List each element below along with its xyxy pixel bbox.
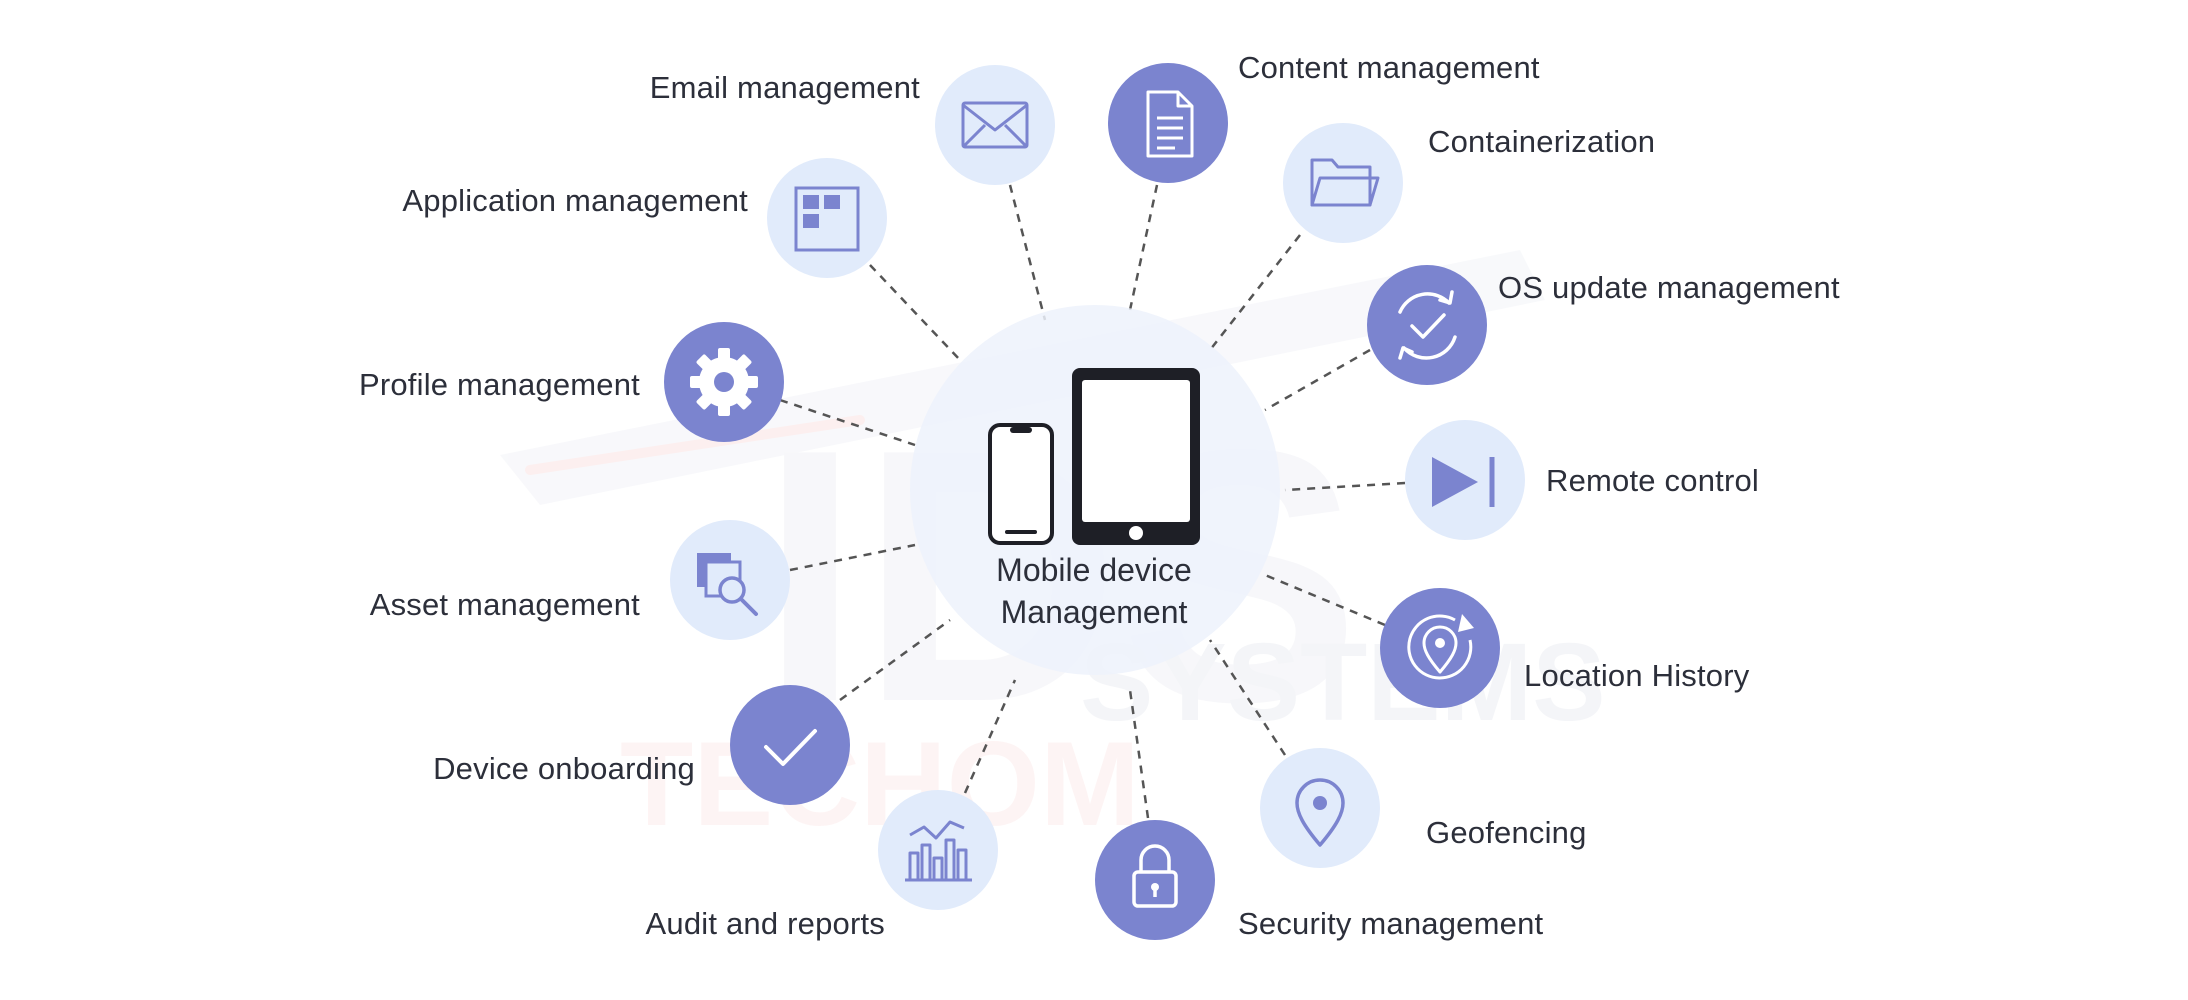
connector-content bbox=[1128, 184, 1159, 311]
connector-onboarding bbox=[839, 618, 951, 702]
connector-os-update bbox=[1264, 348, 1371, 412]
feature-circle bbox=[878, 790, 998, 910]
feature-application-management: Application management bbox=[402, 158, 887, 278]
connector-email bbox=[1008, 184, 1047, 321]
location-history-icon bbox=[1407, 614, 1474, 680]
feature-label: Geofencing bbox=[1426, 815, 1587, 850]
connector-asset bbox=[789, 543, 916, 572]
feature-remote-control: Remote control bbox=[1405, 420, 1759, 540]
folder-icon bbox=[1310, 158, 1380, 207]
connector-audit bbox=[963, 679, 1017, 794]
feature-profile-management: Profile management bbox=[359, 322, 784, 442]
connector-location-history bbox=[1264, 573, 1386, 627]
feature-location-history: Location History bbox=[1380, 588, 1750, 708]
feature-device-onboarding: Device onboarding bbox=[433, 685, 850, 805]
feature-geofencing: Geofencing bbox=[1260, 748, 1587, 868]
feature-circle bbox=[1095, 820, 1215, 940]
feature-audit-and-reports: Audit and reports bbox=[646, 790, 998, 941]
feature-label: Device onboarding bbox=[433, 751, 695, 786]
map-pin-icon bbox=[1295, 778, 1345, 847]
feature-label: Security management bbox=[1238, 906, 1544, 941]
connector-security bbox=[1128, 689, 1150, 819]
feature-circle bbox=[1367, 265, 1487, 385]
gear-icon bbox=[690, 348, 758, 416]
connectors bbox=[779, 184, 1406, 819]
play-skip-icon bbox=[1432, 457, 1495, 507]
checkmark-icon bbox=[764, 729, 817, 766]
feature-circle bbox=[1108, 63, 1228, 183]
feature-security-management: Security management bbox=[1095, 820, 1544, 941]
bar-chart-icon bbox=[905, 820, 972, 882]
feature-os-update-management: OS update management bbox=[1367, 265, 1840, 385]
feature-label: Asset management bbox=[370, 587, 640, 622]
feature-email-management: Email management bbox=[650, 65, 1055, 185]
phone-icon bbox=[988, 423, 1054, 545]
center-title-line1: Mobile device bbox=[996, 552, 1192, 588]
feature-circle bbox=[1283, 123, 1403, 243]
app-grid-icon bbox=[794, 186, 860, 252]
feature-containerization: Containerization bbox=[1283, 123, 1655, 243]
feature-label: Content management bbox=[1238, 50, 1540, 85]
connector-geofencing bbox=[1208, 639, 1287, 756]
padlock-icon bbox=[1132, 844, 1178, 908]
feature-label: Application management bbox=[402, 183, 748, 218]
connector-remote-control bbox=[1284, 481, 1406, 492]
feature-label: Containerization bbox=[1428, 124, 1655, 159]
feature-circle bbox=[767, 158, 887, 278]
feature-label: Audit and reports bbox=[646, 906, 886, 941]
feature-label: Location History bbox=[1524, 658, 1750, 693]
document-icon bbox=[1146, 90, 1194, 158]
feature-circle bbox=[935, 65, 1055, 185]
feature-label: Remote control bbox=[1546, 463, 1759, 498]
tablet-icon bbox=[1072, 368, 1200, 545]
connector-application bbox=[869, 264, 961, 361]
center-hub: Mobile device Management bbox=[910, 305, 1280, 675]
watermark-brand-part1: TECHOM bbox=[620, 717, 1140, 851]
feature-content-management: Content management bbox=[1108, 50, 1540, 183]
feature-circle bbox=[730, 685, 850, 805]
search-copy-icon bbox=[697, 553, 758, 616]
connector-containerization bbox=[1209, 234, 1301, 351]
feature-label: OS update management bbox=[1498, 270, 1840, 305]
feature-asset-management: Asset management bbox=[370, 520, 790, 640]
envelope-icon bbox=[961, 101, 1029, 149]
center-title-line2: Management bbox=[1001, 594, 1188, 630]
sync-check-icon bbox=[1398, 290, 1457, 360]
feature-label: Profile management bbox=[359, 367, 640, 402]
feature-label: Email management bbox=[650, 70, 920, 105]
